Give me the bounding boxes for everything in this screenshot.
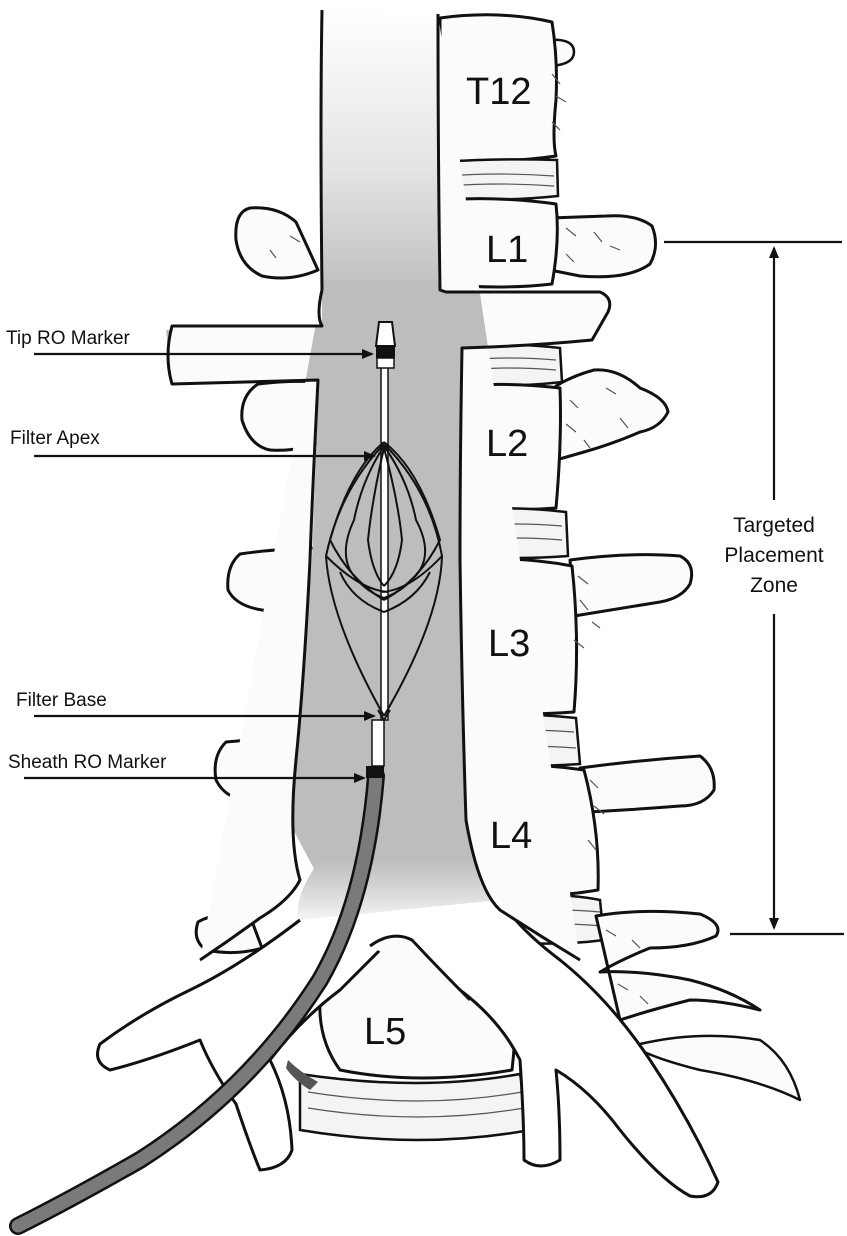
label-t12: T12 [466,71,531,113]
tip-ro-marker [376,346,395,358]
callout-tip-ro-marker: Tip RO Marker [6,328,131,349]
zone-label-line2: Placement [724,544,823,567]
ivc-upper [322,10,438,300]
callout-filter-base: Filter Base [16,690,107,711]
label-l3: L3 [488,623,530,665]
sheath-ro-marker [366,766,384,778]
placement-zone: Targeted Placement Zone [664,242,844,934]
callout-sheath-ro-marker: Sheath RO Marker [8,752,167,773]
label-l4: L4 [490,815,532,857]
filter-post [381,360,388,720]
zone-label-line1: Targeted [733,514,815,537]
label-l1: L1 [486,229,528,271]
zone-label-line3: Zone [750,574,798,597]
callout-filter-apex: Filter Apex [10,428,100,449]
label-l2: L2 [486,423,528,465]
label-l5: L5 [364,1011,406,1053]
filter-tip [376,322,395,346]
